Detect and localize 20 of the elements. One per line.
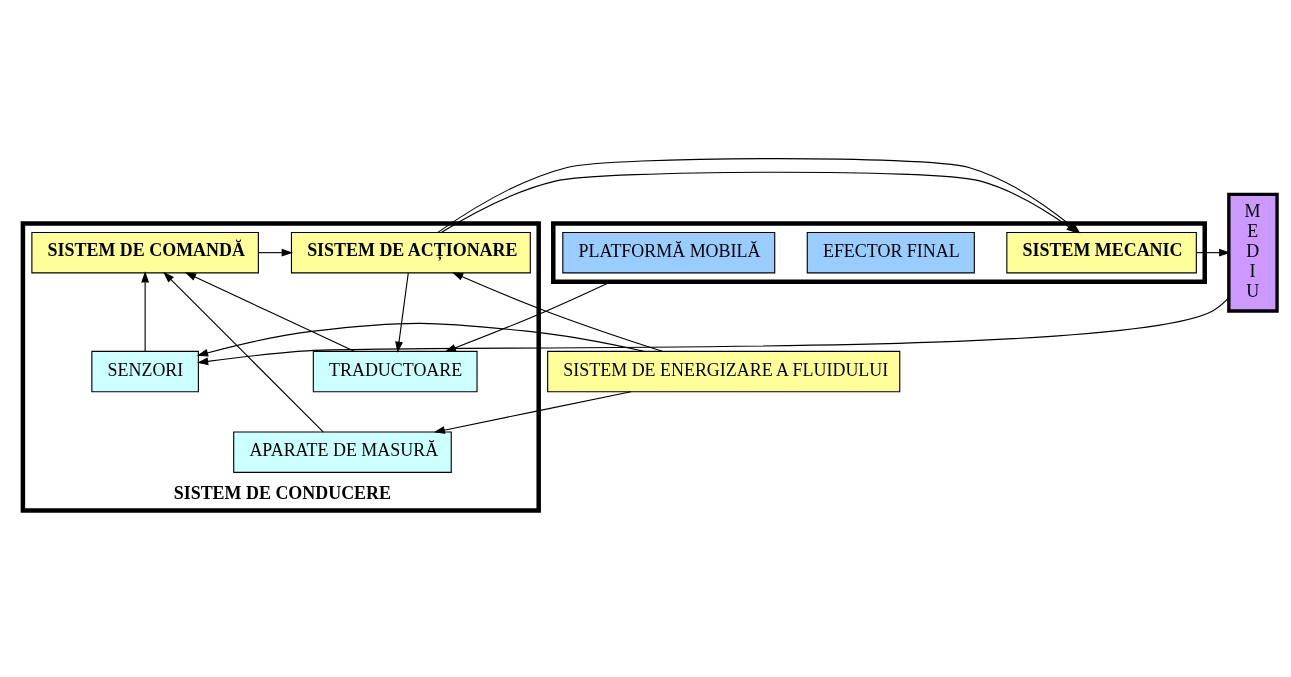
node-box: PLATFORMĂ MOBILĂ [562, 231, 776, 273]
arrow [163, 271, 324, 433]
arrow [197, 296, 1230, 365]
node-box: SISTEM DE ENERGIZARE A FLUIDULUI [547, 350, 901, 392]
arrow [184, 271, 355, 352]
arrow [196, 322, 645, 357]
node-box: M E D I U [1227, 192, 1279, 313]
arrow [141, 270, 150, 352]
arrow [258, 248, 293, 257]
arrow [433, 390, 632, 434]
arrow [452, 271, 663, 352]
node-box: SENZORI [91, 350, 199, 392]
arrow [395, 271, 409, 353]
node-box: EFECTOR FINAL [806, 231, 975, 273]
node-box: SISTEM MECANIC [1006, 231, 1197, 273]
arrow [1195, 248, 1231, 257]
node-box: SISTEM DE ACȚIONARE [290, 231, 531, 273]
node-box: TRADUCTOARE [312, 350, 478, 392]
node-box: SISTEM DE COMANDĂ [31, 231, 259, 273]
node-box: APARATE DE MASURĂ [233, 431, 452, 473]
